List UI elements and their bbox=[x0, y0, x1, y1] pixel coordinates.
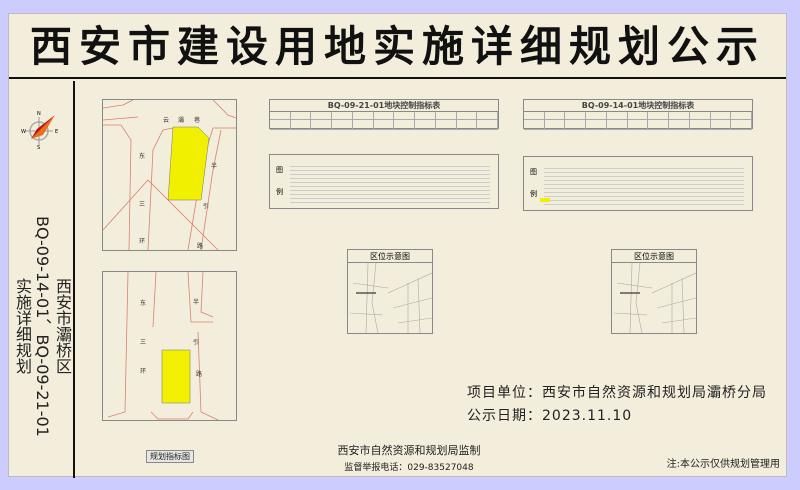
road-label: 东 bbox=[139, 152, 145, 160]
parcel-swatch bbox=[540, 198, 550, 202]
road-label: 半 bbox=[193, 298, 199, 306]
compass-w-label: W bbox=[21, 129, 26, 135]
road-label: 巷 bbox=[194, 116, 200, 124]
road-label: 路 bbox=[197, 242, 203, 250]
legend-entries bbox=[290, 163, 490, 203]
supervisor-label: 西安市自然资源和规划局监制 bbox=[337, 444, 481, 457]
parcel-map-lower: 东三环 半引路 bbox=[102, 271, 237, 421]
compass-e-label: E bbox=[55, 129, 58, 135]
road-label: 三 bbox=[140, 339, 146, 346]
control-index-table-1: BQ-09-21-01地块控制指标表 bbox=[269, 99, 499, 130]
road-label: 半 bbox=[211, 162, 217, 170]
legend-entries bbox=[544, 165, 744, 205]
location-map-title: 区位示意图 bbox=[612, 250, 696, 263]
legend-label: 例 bbox=[530, 190, 537, 198]
legend-label: 图 bbox=[530, 168, 537, 176]
legend-2: 图 例 bbox=[523, 156, 753, 211]
parcel-map-upper: 云 灞 巷 东三环 半引路 bbox=[102, 99, 237, 251]
road-label: 灞 bbox=[178, 116, 184, 124]
road-label: 环 bbox=[139, 238, 145, 245]
road-label: 三 bbox=[139, 201, 145, 208]
road-label: 引 bbox=[203, 202, 209, 210]
road-label: 东 bbox=[140, 299, 146, 307]
table-title: BQ-09-21-01地块控制指标表 bbox=[270, 100, 498, 112]
parcel-codes: BQ-09-14-01、BQ-09-21-01 bbox=[33, 215, 52, 437]
location-map-title: 区位示意图 bbox=[348, 250, 432, 263]
legend-1: 图 例 bbox=[269, 154, 499, 209]
compass-n-label: N bbox=[37, 111, 41, 117]
road-label: 云 bbox=[163, 117, 169, 124]
road-label: 引 bbox=[193, 338, 199, 346]
location-map-2: 区位示意图 bbox=[611, 249, 697, 334]
plan-type-label: 实施详细规划 bbox=[13, 278, 32, 374]
legend-label: 图 bbox=[276, 166, 283, 174]
location-map-1: 区位示意图 bbox=[347, 249, 433, 334]
control-index-table-2: BQ-09-14-01地块控制指标表 bbox=[523, 99, 753, 130]
compass-s-label: S bbox=[37, 145, 40, 149]
district-label: 西安市灞桥区 bbox=[53, 278, 72, 374]
legend-label: 例 bbox=[276, 188, 283, 196]
table-title: BQ-09-14-01地块控制指标表 bbox=[524, 100, 752, 112]
hotline-label: 监督举报电话：029-83527048 bbox=[344, 463, 474, 473]
planning-index-map-button[interactable]: 规划指标图 bbox=[146, 450, 194, 463]
project-name-vertical: 西安市灞桥区 BQ-09-14-01、BQ-09-21-01 实施详细规划 bbox=[12, 181, 72, 471]
compass-icon: N S E W bbox=[21, 111, 58, 149]
page-title: 西安市建设用地实施详细规划公示 bbox=[9, 14, 786, 79]
left-panel: N S E W 西安市灞桥区 BQ-09-14-01、BQ-09-21-01 实… bbox=[9, 81, 75, 478]
project-unit: 项目单位：西安市自然资源和规划局灞桥分局 bbox=[467, 385, 767, 401]
road-label: 环 bbox=[140, 368, 146, 375]
road-label: 路 bbox=[196, 370, 202, 378]
usage-note: 注:本公示仅供规划管理用 bbox=[666, 459, 780, 470]
publication-date: 公示日期：2023.11.10 bbox=[467, 408, 633, 424]
notice-board: 西安市建设用地实施详细规划公示 N S E W 西安市灞桥区 BQ-09-14-… bbox=[8, 13, 787, 478]
